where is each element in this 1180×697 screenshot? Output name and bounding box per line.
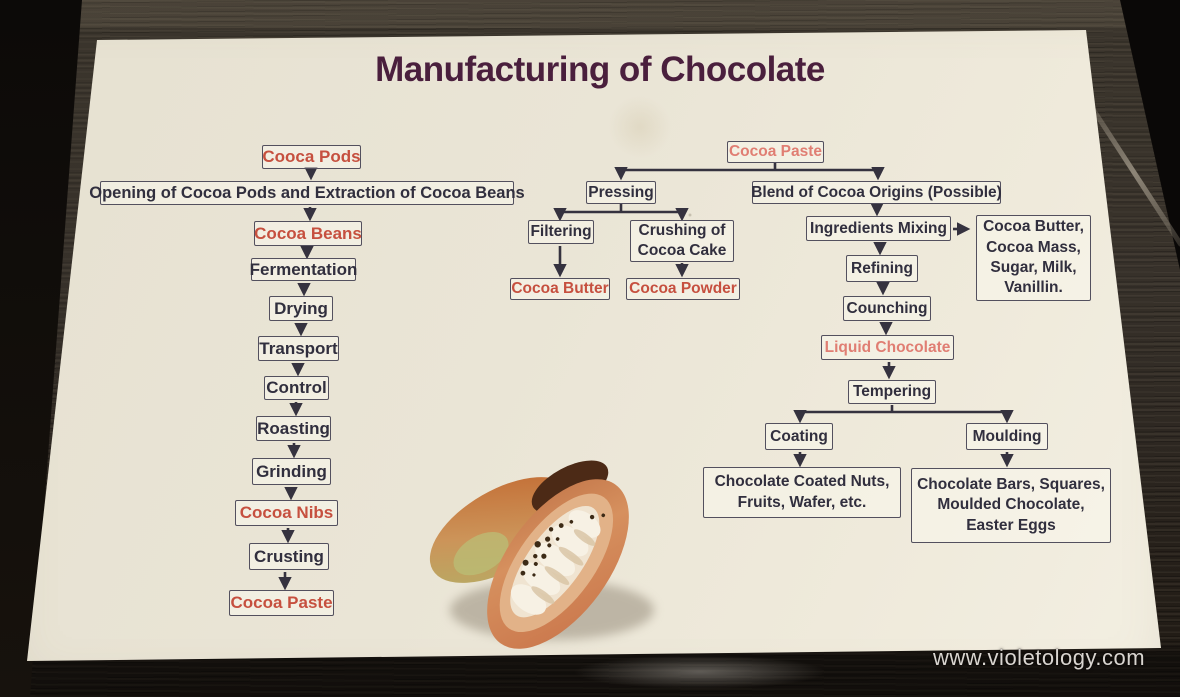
pod-specks (520, 513, 606, 577)
flow-node-fermentation: Fermentation (250, 258, 357, 281)
flow-node-cocoa-butter: Cocoa Butter (510, 278, 610, 300)
flow-node-opening: Opening of Cocoa Pods and Extraction of … (89, 181, 525, 205)
flow-node-cocoa-paste-left: Cocoa Paste (229, 590, 334, 616)
flow-node-cocoa-nibs: Cocoa Nibs (235, 500, 338, 526)
flow-node-coating: Coating (765, 423, 833, 450)
flow-node-cocoa-beans: Cocoa Beans (254, 221, 362, 246)
cocoa-pods-photo (429, 460, 654, 649)
flow-node-liquid-chocolate: Liquid Chocolate (821, 335, 954, 360)
flow-node-ingredients-mixing: Ingredients Mixing (806, 216, 951, 241)
flow-node-cocoa-paste-right: Cocoa Paste (727, 141, 824, 163)
flow-node-pressing: Pressing (586, 181, 656, 204)
flow-node-cooca-pods: Cooca Pods (262, 145, 361, 169)
flow-node-drying: Drying (269, 296, 333, 321)
watermark: www.violetology.com (933, 645, 1146, 670)
flow-node-tempering: Tempering (848, 380, 936, 404)
flow-node-roasting: Roasting (256, 416, 331, 441)
flow-node-refining: Refining (846, 255, 918, 282)
flow-node-counching: Counching (843, 296, 931, 321)
flow-node-mixing-ingredients-list: Cocoa Butter, Cocoa Mass, Sugar, Milk, V… (976, 215, 1091, 301)
flow-node-control: Control (264, 376, 329, 400)
flow-node-coated-products: Chocolate Coated Nuts, Fruits, Wafer, et… (703, 467, 901, 518)
flow-node-crushing: Crushing of Cocoa Cake (630, 220, 734, 262)
flow-node-cocoa-powder: Cocoa Powder (626, 278, 740, 300)
flow-node-blend: Blend of Cocoa Origins (Possible) (751, 181, 1002, 204)
flow-node-moulded-products: Chocolate Bars, Squares, Moulded Chocola… (911, 468, 1111, 543)
flow-node-transport: Transport (258, 336, 339, 361)
flow-node-grinding: Grinding (252, 458, 331, 485)
halved-pod (487, 479, 629, 649)
flow-node-crusting: Crusting (249, 543, 329, 570)
flow-node-filtering: Filtering (528, 220, 594, 244)
flow-node-moulding: Moulding (966, 423, 1048, 450)
page-title: Manufacturing of Chocolate (375, 50, 825, 89)
